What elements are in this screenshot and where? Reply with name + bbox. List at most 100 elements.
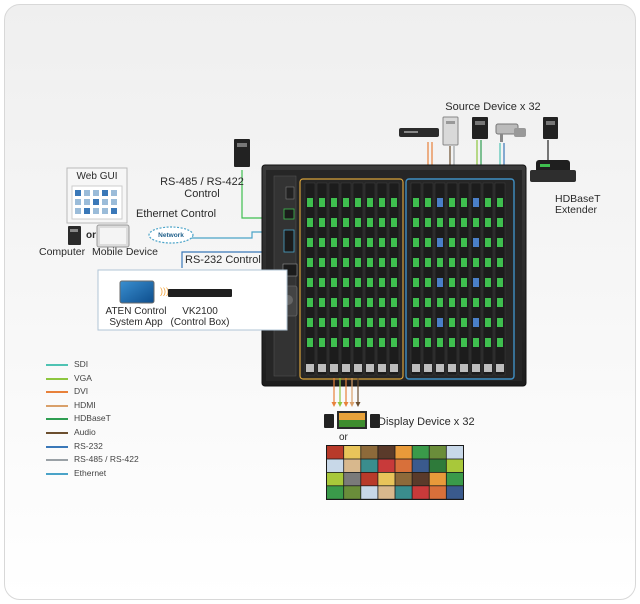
video-wall-screen bbox=[378, 446, 395, 459]
video-wall-screen bbox=[395, 472, 412, 486]
video-wall-screen bbox=[361, 446, 378, 459]
web-gui-panel bbox=[66, 167, 128, 224]
output-port bbox=[319, 298, 325, 307]
computer-label: Computer bbox=[39, 246, 86, 258]
output-port bbox=[355, 258, 361, 267]
input-port bbox=[485, 318, 491, 327]
dvd-player-device bbox=[399, 128, 439, 137]
output-port bbox=[343, 258, 349, 267]
rs485-control-device bbox=[234, 139, 250, 167]
output-port bbox=[343, 298, 349, 307]
input-port bbox=[425, 198, 431, 207]
output-port bbox=[379, 198, 385, 207]
input-port bbox=[473, 218, 479, 227]
card-latch bbox=[330, 364, 338, 372]
input-port bbox=[473, 238, 479, 247]
legend-label: VGA bbox=[74, 372, 92, 383]
input-port bbox=[461, 258, 467, 267]
output-port bbox=[307, 298, 313, 307]
input-port bbox=[461, 238, 467, 247]
input-port bbox=[485, 338, 491, 347]
output-port bbox=[319, 318, 325, 327]
input-port bbox=[473, 338, 479, 347]
input-port bbox=[473, 278, 479, 287]
gui-tile bbox=[111, 199, 117, 205]
input-port bbox=[497, 278, 503, 287]
output-port bbox=[331, 218, 337, 227]
video-wall-screen bbox=[344, 459, 361, 472]
output-port bbox=[391, 338, 397, 347]
video-wall-screen bbox=[412, 446, 429, 459]
gui-tile bbox=[84, 199, 90, 205]
input-port bbox=[473, 198, 479, 207]
output-port bbox=[379, 318, 385, 327]
media-server-device bbox=[472, 117, 488, 139]
card-latch bbox=[484, 364, 492, 372]
legend-label: RS-232 bbox=[74, 440, 103, 451]
output-port bbox=[367, 318, 373, 327]
input-port bbox=[473, 258, 479, 267]
card-latch bbox=[378, 364, 386, 372]
video-wall-screen bbox=[361, 472, 378, 486]
output-port bbox=[307, 278, 313, 287]
input-port bbox=[461, 298, 467, 307]
input-port bbox=[485, 298, 491, 307]
input-port bbox=[425, 218, 431, 227]
output-port bbox=[355, 298, 361, 307]
display-device-label: Display Device x 32 bbox=[378, 416, 475, 428]
input-port bbox=[437, 258, 443, 267]
video-wall-screen bbox=[429, 446, 446, 459]
output-port bbox=[343, 278, 349, 287]
output-port bbox=[367, 238, 373, 247]
video-wall-screen bbox=[412, 472, 429, 486]
legend-label: HDBaseT bbox=[74, 413, 111, 424]
video-wall-screen bbox=[378, 486, 395, 499]
output-port bbox=[355, 218, 361, 227]
video-wall-screen bbox=[446, 486, 463, 499]
output-port bbox=[319, 238, 325, 247]
output-port bbox=[319, 338, 325, 347]
output-port bbox=[331, 338, 337, 347]
input-port bbox=[437, 298, 443, 307]
output-port bbox=[319, 258, 325, 267]
output-port bbox=[331, 318, 337, 327]
web-gui-label: Web GUI bbox=[76, 171, 118, 182]
input-port bbox=[413, 238, 419, 247]
video-wall-screen bbox=[378, 459, 395, 472]
output-port bbox=[391, 218, 397, 227]
input-port bbox=[413, 338, 419, 347]
gui-tile bbox=[84, 208, 90, 214]
video-wall-screen bbox=[378, 472, 395, 486]
input-port bbox=[437, 318, 443, 327]
mobile-device-label: Mobile Device bbox=[92, 246, 158, 258]
input-port bbox=[497, 198, 503, 207]
output-port bbox=[343, 218, 349, 227]
legend-swatch bbox=[46, 472, 68, 475]
input-port bbox=[461, 198, 467, 207]
input-port bbox=[425, 278, 431, 287]
video-wall-screen bbox=[429, 459, 446, 472]
video-wall-screen bbox=[395, 486, 412, 499]
output-port bbox=[307, 318, 313, 327]
legend-swatch bbox=[46, 459, 68, 462]
output-port bbox=[307, 218, 313, 227]
output-port bbox=[355, 318, 361, 327]
legend-swatch bbox=[46, 431, 68, 434]
legend-label: DVI bbox=[74, 386, 89, 397]
video-wall-screen bbox=[344, 486, 361, 499]
legend-swatch bbox=[46, 364, 68, 366]
output-connection-lines bbox=[331, 378, 361, 407]
gui-tile bbox=[84, 190, 90, 196]
input-port bbox=[485, 198, 491, 207]
output-port bbox=[331, 278, 337, 287]
gui-tile bbox=[75, 199, 81, 205]
output-port bbox=[343, 318, 349, 327]
video-wall-screen bbox=[361, 459, 378, 472]
output-port bbox=[367, 298, 373, 307]
arrow-head bbox=[331, 402, 337, 407]
video-wall-screen bbox=[412, 486, 429, 499]
output-port bbox=[307, 198, 313, 207]
video-wall-screen bbox=[361, 486, 378, 499]
card-latch bbox=[412, 364, 420, 372]
